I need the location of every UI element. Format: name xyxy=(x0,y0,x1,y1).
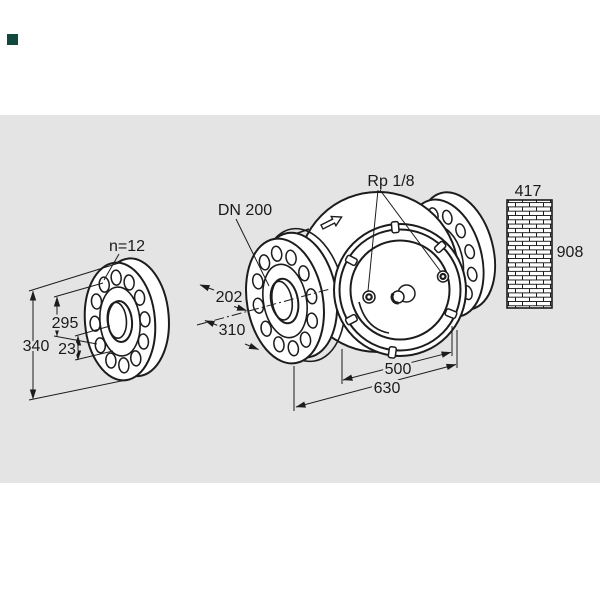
dim-630-label: 630 xyxy=(374,380,401,397)
dim-202-arrow-right xyxy=(233,304,247,311)
dome-highlight-arc xyxy=(358,301,390,334)
loose-flange-bolt-holes xyxy=(89,269,151,374)
dim-630-line xyxy=(295,363,457,408)
bolt-count-leader xyxy=(103,253,120,281)
rp-leaders xyxy=(367,189,442,292)
nominal-diameter-label: DN 200 xyxy=(218,202,272,219)
dim-340-extensions xyxy=(28,262,132,401)
dim-310-arrow-left xyxy=(204,320,220,327)
corner-marker xyxy=(7,34,18,45)
flow-arrow-icon xyxy=(320,215,343,230)
center-plug xyxy=(390,284,416,305)
dim-630-extensions xyxy=(293,330,458,411)
dim-202-arrow-left xyxy=(199,284,215,292)
dim-23-label: 23 xyxy=(58,341,76,358)
test-point-boss-1 xyxy=(362,290,376,304)
axis-centerline xyxy=(196,288,331,326)
test-point-boss-2 xyxy=(436,270,450,283)
dim-310-arrow-right xyxy=(244,342,259,350)
dim-23-extensions xyxy=(74,325,114,361)
dn200-leader xyxy=(235,218,270,287)
clearance-height-label: 908 xyxy=(557,244,584,261)
dim-295-label: 295 xyxy=(52,315,79,332)
dim-310-label: 310 xyxy=(219,322,246,339)
loose-flange xyxy=(83,257,170,382)
body-flange-bolt-holes xyxy=(251,245,319,357)
bolt-count-label: n=12 xyxy=(109,238,145,255)
clearance-block xyxy=(506,199,553,309)
clearance-width-label: 417 xyxy=(515,183,542,200)
body-left-flange xyxy=(245,231,339,365)
dim-340-label: 340 xyxy=(23,338,50,355)
test-point-label: Rp 1/8 xyxy=(367,173,414,190)
dim-202-label: 202 xyxy=(216,289,243,306)
dim-500-label: 500 xyxy=(385,361,412,378)
